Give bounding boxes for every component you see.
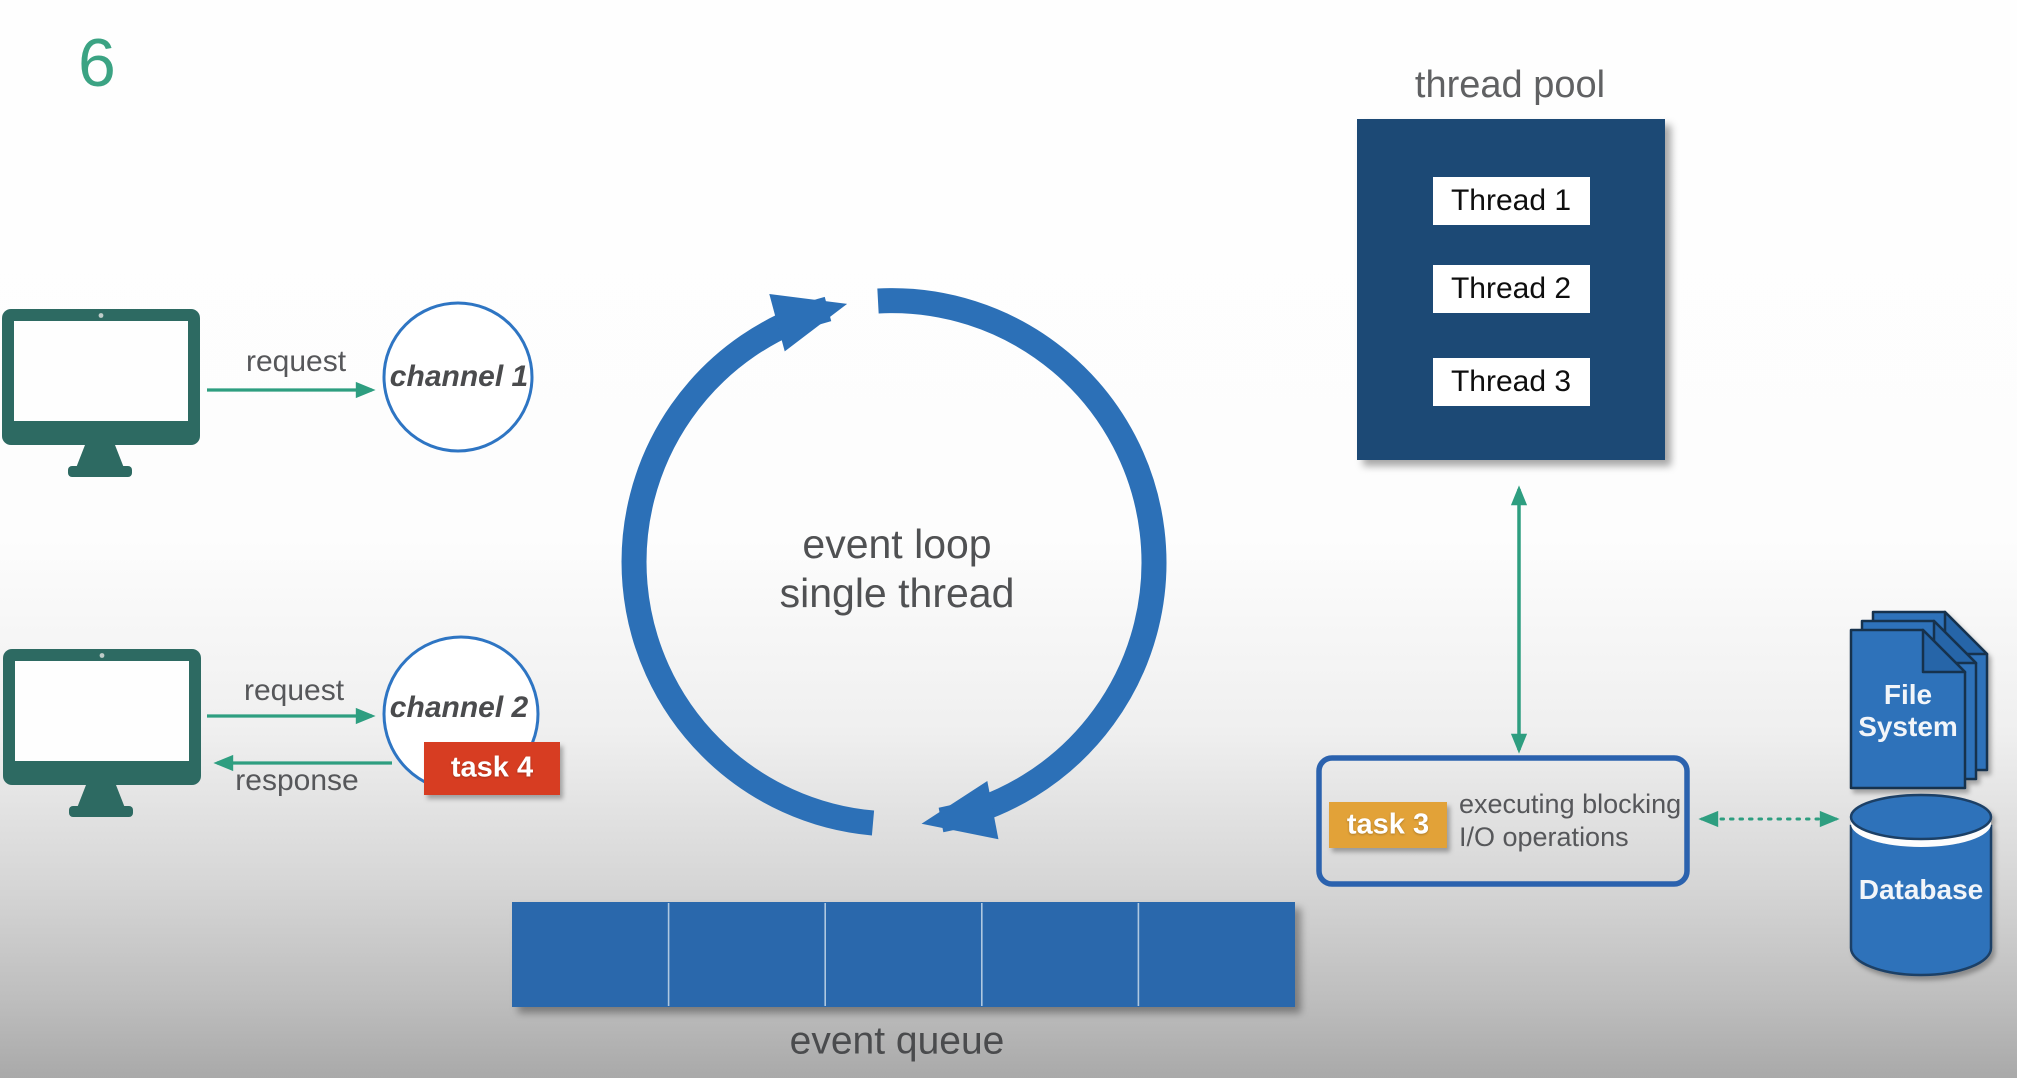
thread-pool-title: thread pool	[1414, 64, 1606, 107]
thread-box	[1433, 358, 1590, 406]
blocking-io-description: executing blocking I/O operations	[1459, 788, 1681, 854]
event-loop-label: event loop single thread	[780, 520, 1015, 618]
database-label: Database	[1858, 873, 1984, 905]
request-label: request	[243, 673, 345, 707]
event-loop-line2: single thread	[779, 570, 1015, 616]
channel-circle	[382, 301, 534, 453]
request-label: request	[245, 344, 347, 378]
slide-number: 6	[78, 25, 116, 101]
response-label: response	[235, 763, 359, 797]
thread-box	[1433, 265, 1590, 313]
monitor-icon	[3, 649, 201, 817]
blocking-io-desc-line2: I/O operations	[1459, 822, 1629, 852]
thread-pool-box	[1357, 119, 1665, 460]
event-queue-bar	[512, 902, 1295, 1007]
task4-box	[424, 742, 560, 795]
task4-label: task 4	[450, 751, 534, 784]
channel2-label: channel 2	[389, 690, 529, 724]
event-loop-arrow-icon	[621, 288, 1167, 840]
channel1-label: channel 1	[389, 359, 529, 393]
thread1-label: Thread 1	[1450, 183, 1572, 217]
database-cylinder-icon	[1849, 793, 1993, 977]
event-queue-label: event queue	[789, 1019, 1005, 1063]
thread-box	[1433, 177, 1590, 225]
thread2-label: Thread 2	[1450, 271, 1572, 305]
thread3-label: Thread 3	[1450, 364, 1572, 398]
event-loop-line1: event loop	[802, 520, 992, 567]
monitor-icon	[2, 309, 200, 477]
blocking-io-desc-line1: executing blocking	[1459, 789, 1682, 820]
blocking-io-box	[1316, 755, 1690, 887]
file-system-line2: System	[1858, 711, 1958, 742]
task3-box	[1329, 802, 1447, 848]
file-system-line1: File	[1883, 678, 1933, 710]
document-stack-icon	[1849, 610, 1989, 790]
task3-label: task 3	[1346, 808, 1430, 841]
file-system-label: File System	[1858, 679, 1958, 743]
